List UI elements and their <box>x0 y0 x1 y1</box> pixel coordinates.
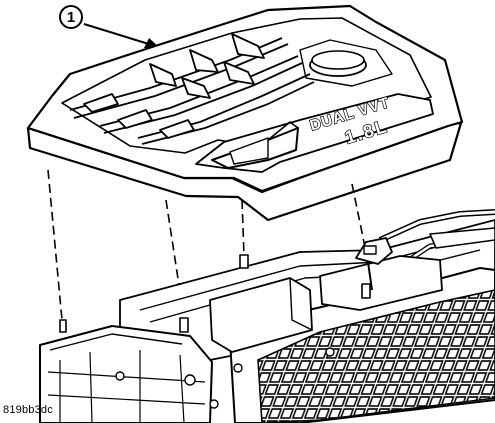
cover-ribs <box>69 33 315 145</box>
stud-left <box>59 319 67 333</box>
mounting-studs <box>59 254 371 333</box>
callout-circle <box>59 5 83 29</box>
manifold-plenum-rear <box>319 255 443 311</box>
sensor-connector <box>355 237 393 291</box>
cover-pocket <box>211 121 299 169</box>
throttle-body <box>39 325 213 423</box>
callout-1: 1 <box>59 5 160 48</box>
guide-line-left <box>47 169 63 321</box>
figure-code: 819bb3dc <box>3 404 53 416</box>
vent-tube <box>429 227 495 249</box>
stud-center-left <box>179 317 189 333</box>
bolts <box>115 347 335 409</box>
callout-number: 1 <box>67 9 75 26</box>
callout-leader <box>83 23 153 46</box>
stud-right <box>361 283 371 299</box>
engine-assembly <box>39 209 495 423</box>
oil-fill-opening <box>299 39 393 87</box>
guide-line-right <box>351 183 367 253</box>
guide-line-center-right <box>241 199 245 256</box>
engine-cover <box>26 4 464 222</box>
stud-center-right <box>239 254 249 269</box>
